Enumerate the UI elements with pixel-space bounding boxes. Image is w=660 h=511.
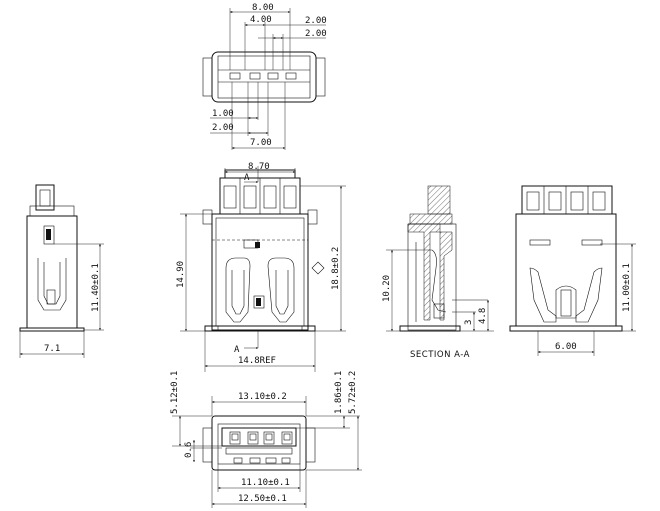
dim-13-10: 13.10±0.2	[238, 392, 287, 402]
rear-view: 11.00±0.1 6.00	[509, 185, 636, 356]
dim-1-00: 1.00	[212, 109, 234, 119]
side-width-dim: 7.1	[44, 344, 60, 354]
front-view: A A 8.70 14.90 18.8±0.2 14.8REF	[176, 162, 346, 372]
rear-width-dim: 6.00	[555, 342, 577, 352]
dim-5-72: 5.72±0.2	[348, 371, 358, 414]
section-mark-bottom: A	[234, 345, 240, 355]
dim-5-12: 5.12±0.1	[170, 371, 180, 414]
dim-12-50: 12.50±0.1	[238, 494, 287, 504]
section-title: SECTION A-A	[410, 350, 470, 360]
dim-11-10: 11.10±0.1	[241, 478, 290, 488]
top-view: 8.00 4.00 2.00 2.00 1.00 2.00 7.00	[202, 3, 327, 150]
section-mark-top: A	[244, 173, 250, 183]
dim-14-90: 14.90	[176, 261, 186, 288]
section-view: 10.20 3 4.8 SECTION A-A	[382, 185, 494, 360]
dim-1-86: 1.86±0.1	[334, 371, 344, 414]
dim-10-20: 10.20	[382, 275, 392, 302]
dim-4-8: 4.8	[478, 308, 488, 324]
dim-2-00-b: 2.00	[305, 29, 327, 39]
dim-3: 3	[464, 320, 474, 325]
dim-2-00-a: 2.00	[305, 16, 327, 26]
dim-0-6: 0.6	[184, 442, 194, 458]
dim-8-00: 8.00	[252, 3, 274, 13]
dim-2-00-lower: 2.00	[212, 123, 234, 133]
dim-18-8: 18.8±0.2	[331, 247, 341, 290]
dim-7-00: 7.00	[250, 138, 272, 148]
bottom-view: 13.10±0.2 5.12±0.1 0.6 1.86±0.1 5.72±0.2…	[170, 371, 362, 508]
dim-14-8ref: 14.8REF	[238, 356, 276, 366]
side-view: 11.40±0.1 7.1	[19, 184, 104, 358]
dim-8-70: 8.70	[248, 162, 270, 172]
side-height-dim: 11.40±0.1	[91, 263, 101, 312]
dim-4-00: 4.00	[250, 15, 272, 25]
rear-height-dim: 11.00±0.1	[622, 263, 632, 312]
